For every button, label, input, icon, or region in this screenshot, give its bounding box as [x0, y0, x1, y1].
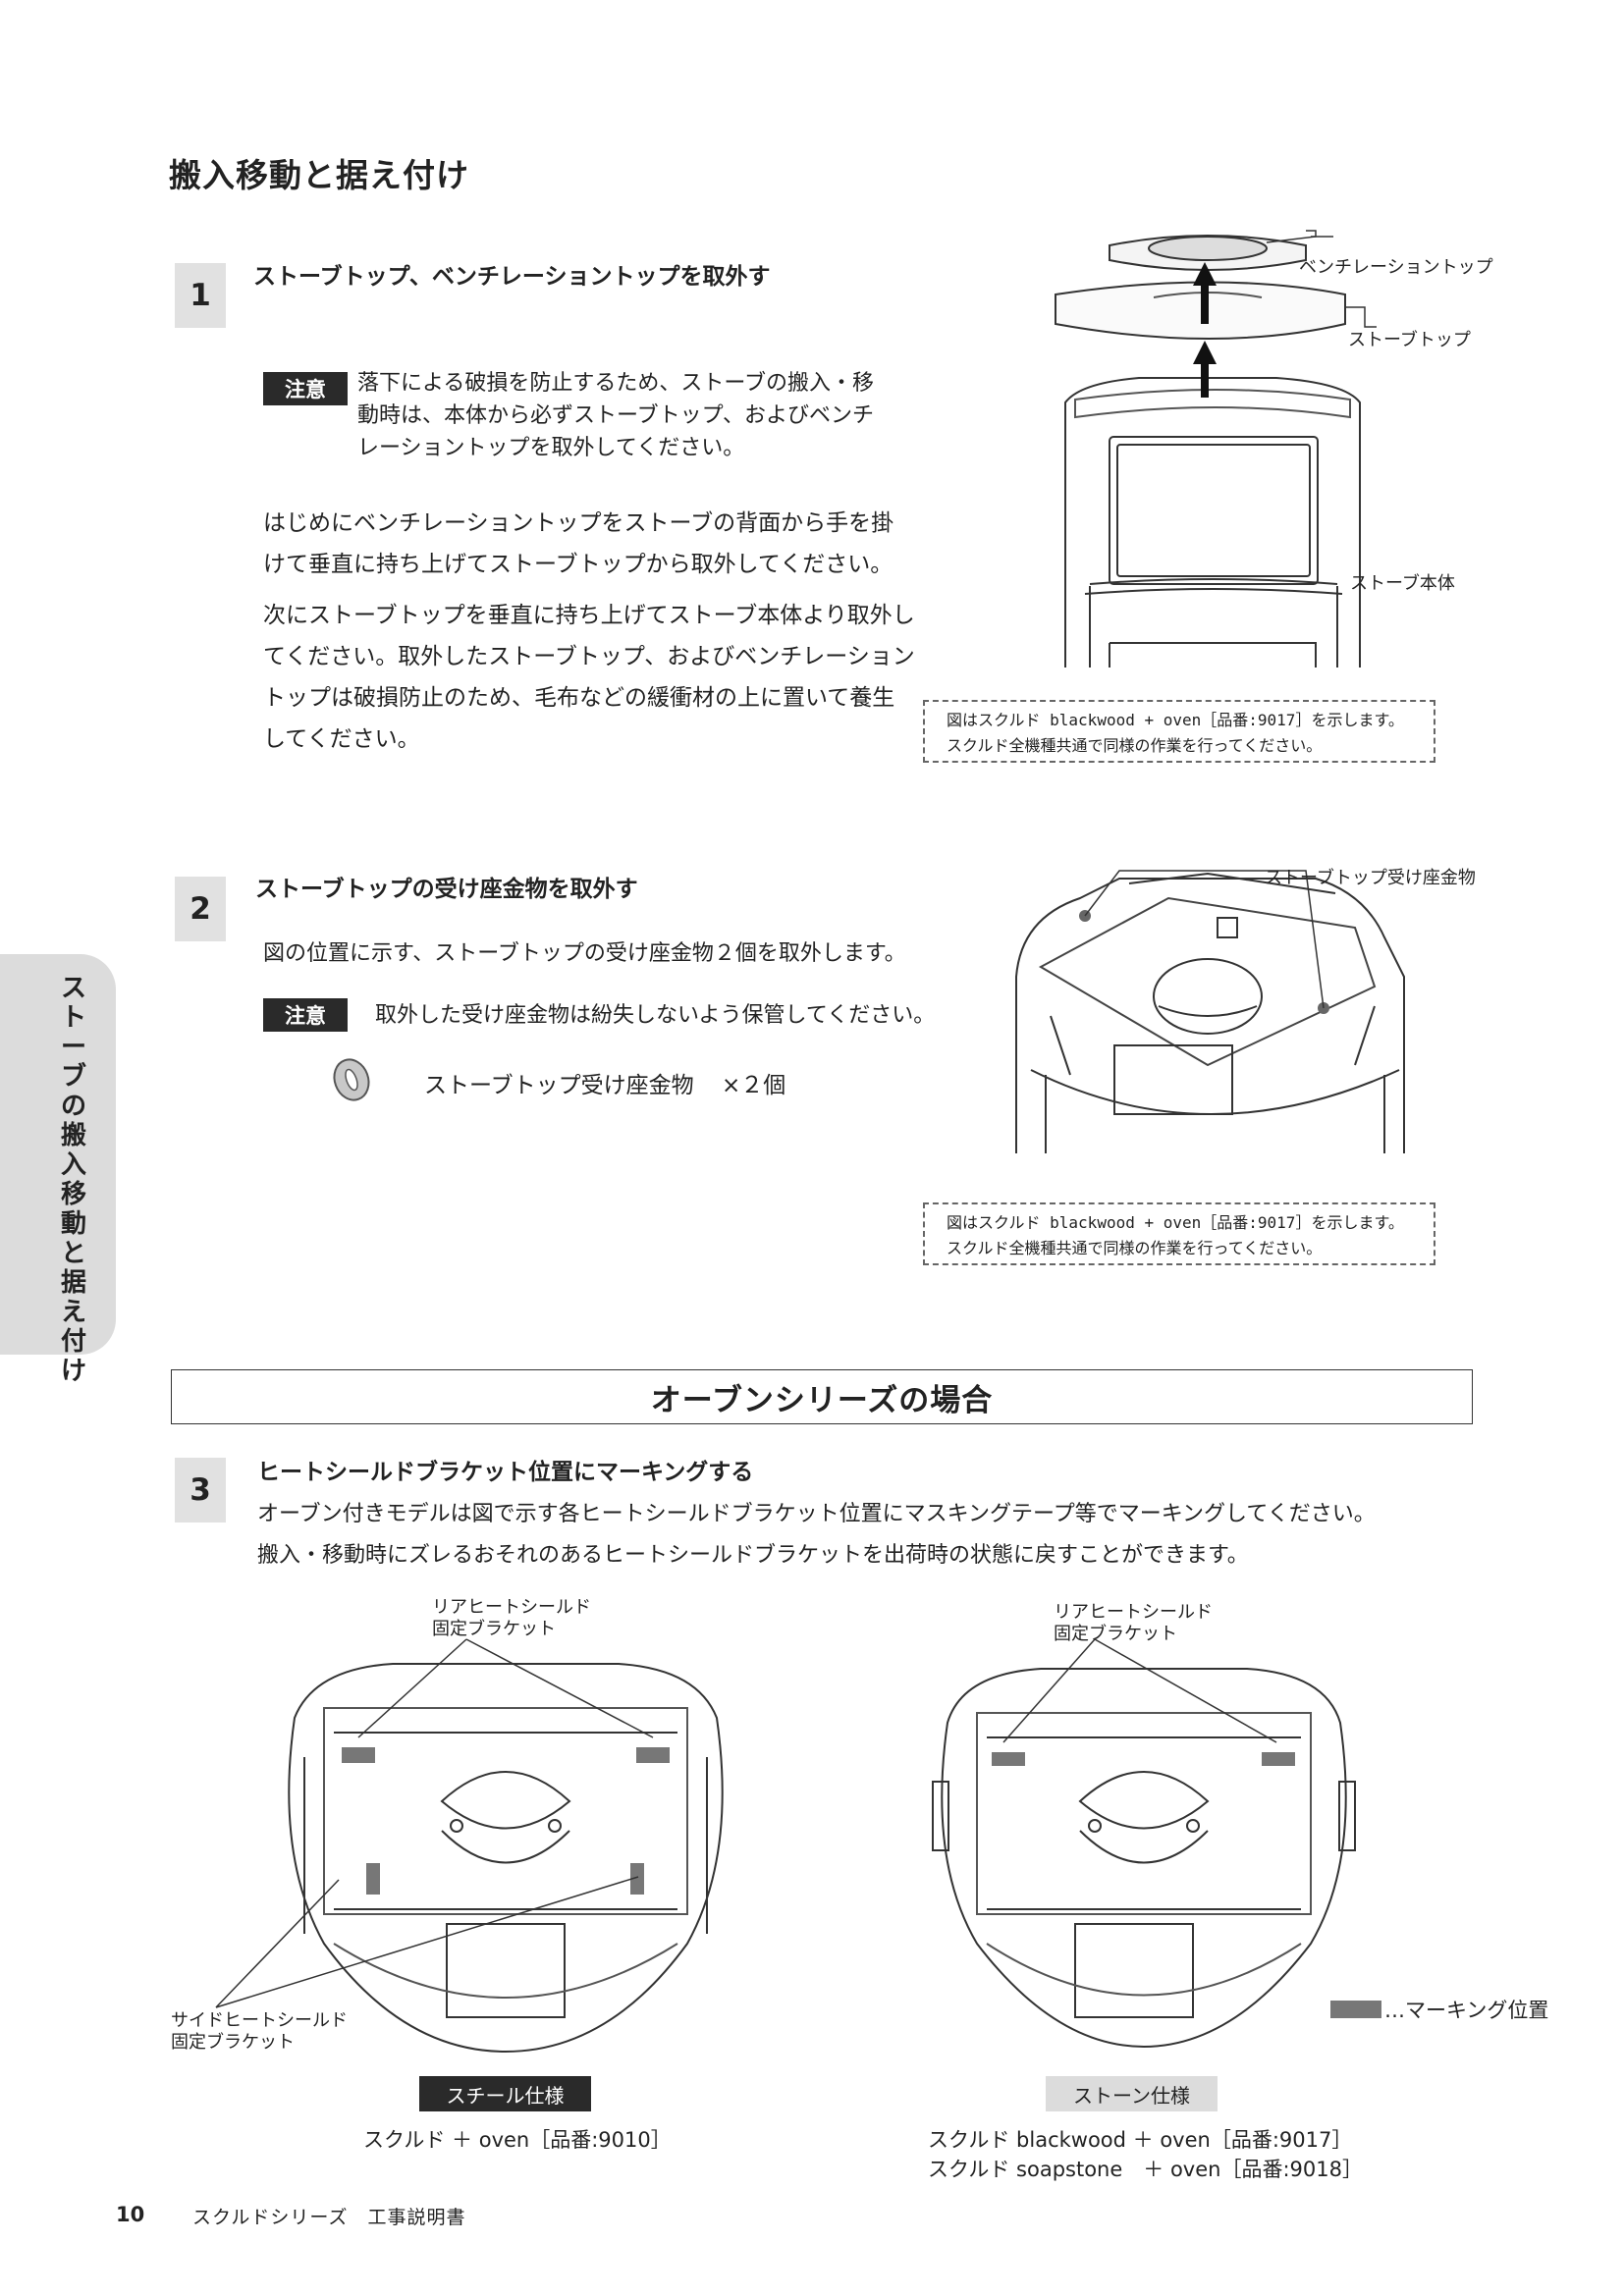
washer-icon: [333, 1058, 370, 1101]
page-title: 搬入移動と据え付け: [169, 156, 469, 194]
side-tab: [0, 954, 116, 1355]
section-title-oven-series: オーブンシリーズの場合: [171, 1369, 1473, 1424]
marking-swatch: [1330, 2001, 1381, 2018]
step2-body: 図の位置に示す、ストーブトップの受け座金物２個を取外します。: [263, 941, 906, 966]
label-rear-bracket-stone: リアヒートシールド 固定ブラケット: [1054, 1602, 1213, 1644]
step-number-1: 1: [175, 263, 226, 328]
step-number-3: 3: [175, 1458, 226, 1522]
part-name: ストーブトップ受け座金物: [424, 1073, 694, 1098]
stone-spec-caption: スクルド blackwood ＋ oven［品番:9017］ スクルド soap…: [928, 2128, 1363, 2181]
caution-badge-2: 注意: [263, 998, 348, 1032]
step2-note-box: 図はスクルド blackwood + oven［品番:9017］を示します。 ス…: [923, 1202, 1435, 1265]
label-stove-body: ストーブ本体: [1350, 573, 1455, 594]
step1-note-box: 図はスクルド blackwood + oven［品番:9017］を示します。 ス…: [923, 700, 1435, 763]
page-number: 10: [116, 2203, 145, 2226]
label-rear-bracket-steel: リアヒートシールド 固定ブラケット: [432, 1597, 591, 1639]
marking-legend-text: …マーキング位置: [1384, 1999, 1549, 2022]
steel-spec-badge: スチール仕様: [419, 2076, 591, 2111]
footer-doc-title: スクルドシリーズ 工事説明書: [192, 2207, 466, 2228]
label-stove-top-bracket: ストーブトップ受け座金物: [1265, 868, 1476, 888]
step2-heading: ストーブトップの受け座金物を取外す: [255, 877, 638, 902]
label-ventilation-top: ベンチレーショントップ: [1299, 257, 1493, 278]
part-quantity: ×２個: [722, 1073, 786, 1098]
steel-spec-top-view: [215, 1638, 724, 2054]
steel-spec-caption: スクルド ＋ oven［品番:9010］: [363, 2128, 672, 2152]
step3-heading: ヒートシールドブラケット位置にマーキングする: [257, 1460, 754, 1485]
label-stove-top: ストーブトップ: [1348, 330, 1471, 350]
stone-spec-top-view: [932, 1638, 1356, 2049]
stove-disassembly-illustration: [1055, 230, 1377, 667]
step1-caution-text: 落下による破損を防止するため、ストーブの搬入・移 動時は、本体から必ずストーブト…: [357, 371, 875, 460]
side-tab-label: ストーブの搬入移動と据え付け: [60, 974, 86, 1386]
stove-top-open-illustration: [1015, 870, 1405, 1153]
step1-heading: ストーブトップ、ベンチレーショントップを取外す: [253, 264, 771, 290]
step1-paragraph-1: はじめにベンチレーショントップをストーブの背面から手を掛 けて垂直に持ち上げてス…: [263, 510, 894, 577]
caution-badge: 注意: [263, 372, 348, 405]
step2-caution-text: 取外した受け座金物は紛失しないよう保管してください。: [375, 1003, 936, 1028]
label-side-bracket: サイドヒートシールド 固定ブラケット: [171, 2010, 348, 2053]
stone-spec-badge: ストーン仕様: [1046, 2076, 1218, 2111]
step-number-2: 2: [175, 877, 226, 941]
step1-paragraph-2: 次にストーブトップを垂直に持ち上げてストーブ本体より取外し てください。取外した…: [263, 603, 915, 752]
step3-body: オーブン付きモデルは図で示す各ヒートシールドブラケット位置にマスキングテープ等で…: [257, 1502, 1376, 1568]
